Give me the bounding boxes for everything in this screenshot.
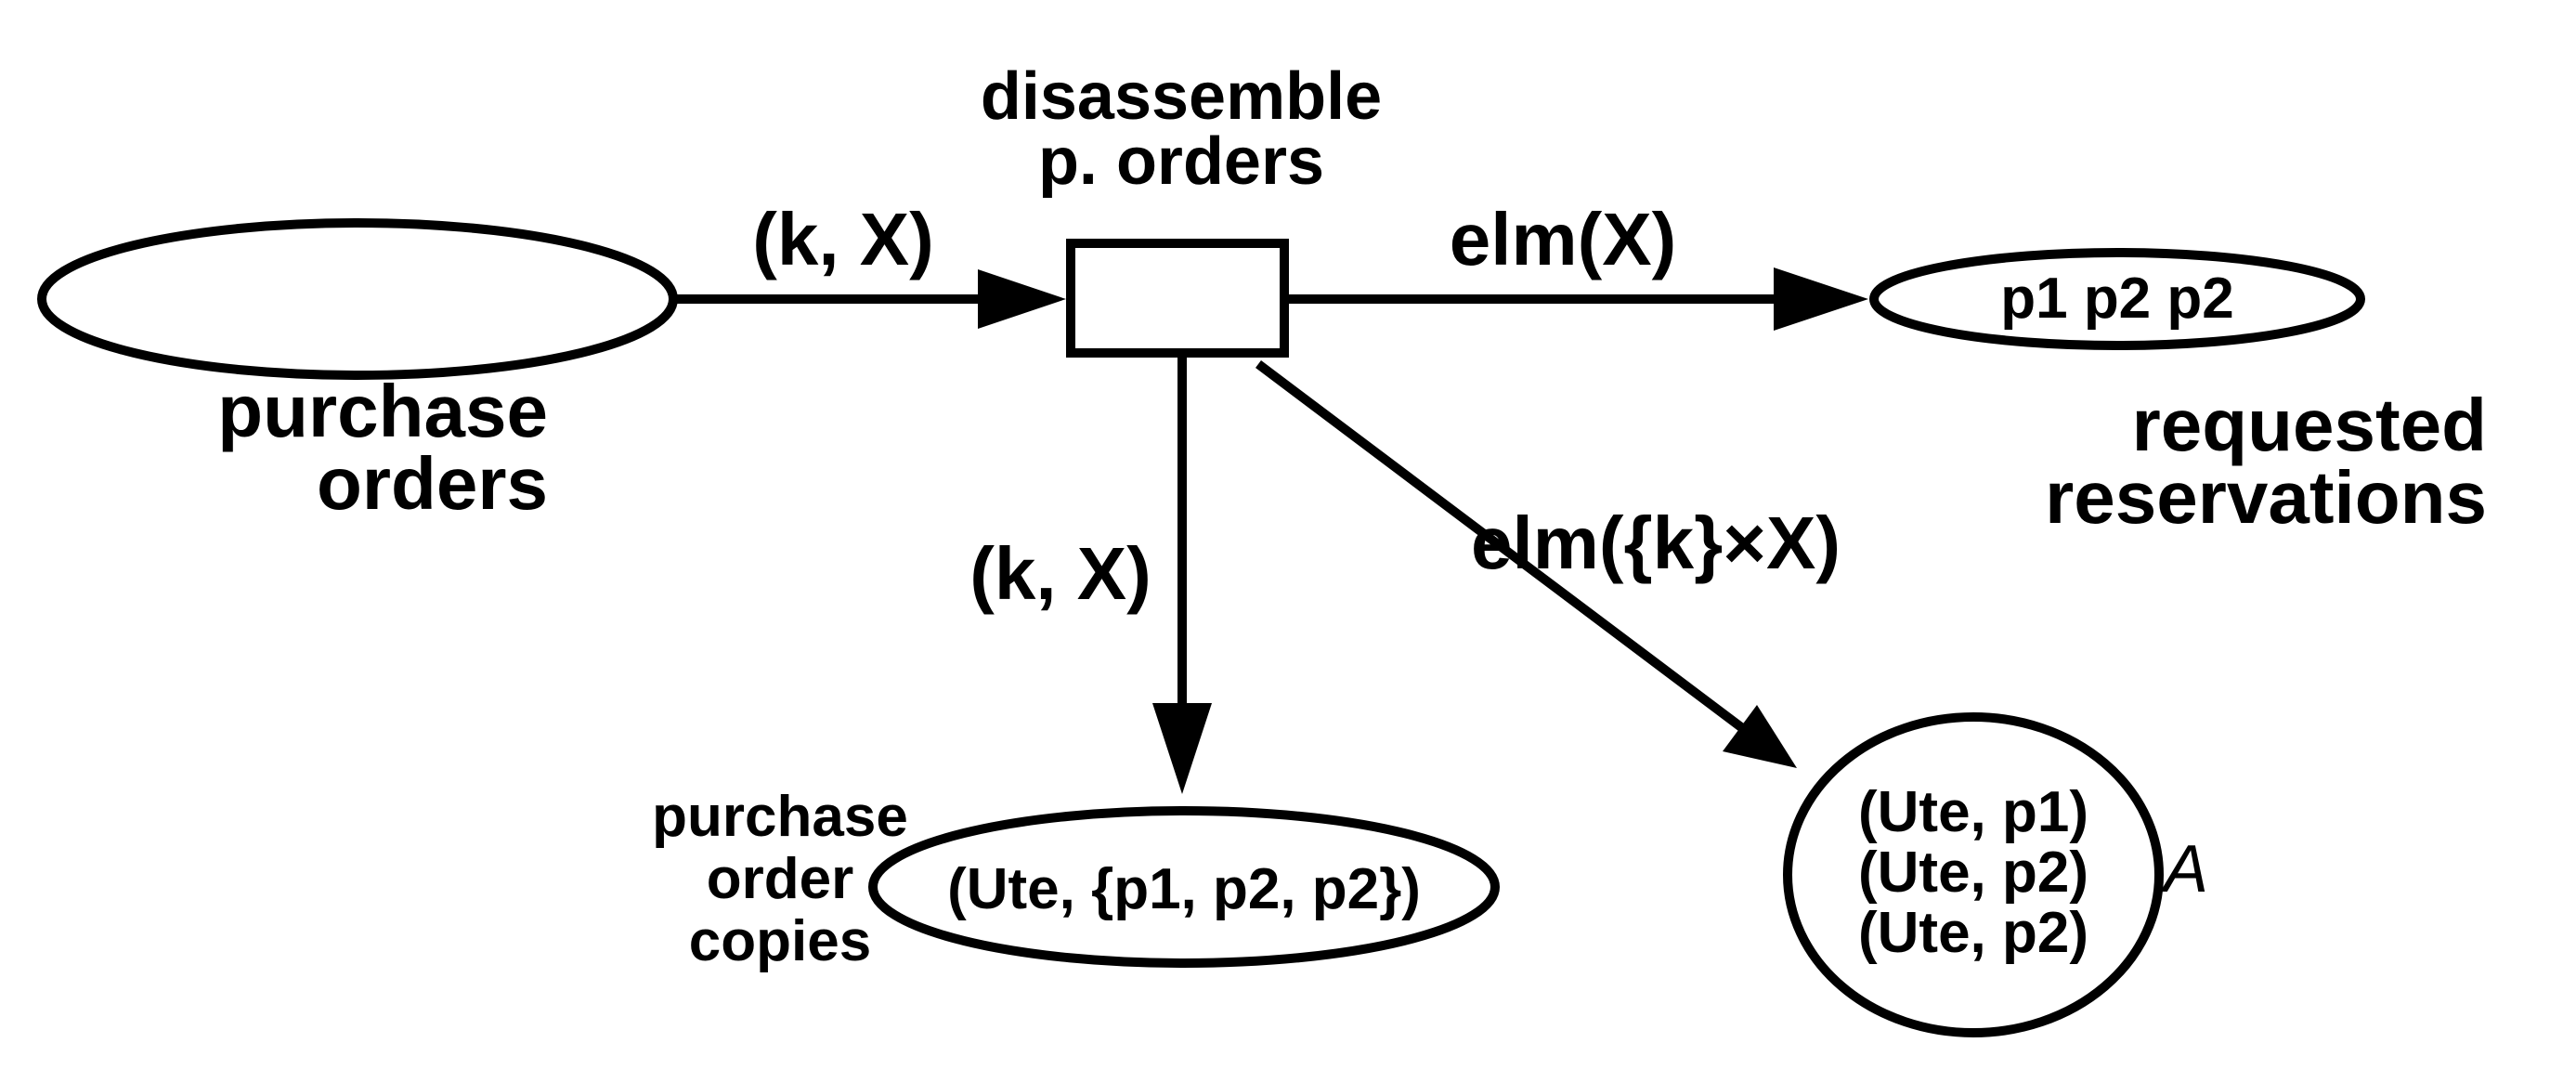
place-requested-reservations-tokens: p1 p2 p2 [2000,267,2234,331]
place-a-token-1: (Ute, p1) [1858,780,2088,844]
place-purchase-order-copies-label-line-2: order [707,847,853,911]
arc-input: (k, X) [673,198,1066,329]
arc-input-arrowhead [978,269,1066,329]
arc-to-a-label: elm({k}×X) [1471,502,1841,584]
arc-to-reservations: elm(X) [1289,198,1868,331]
arc-to-a-line [1255,360,1745,731]
place-purchase-order-copies: (Ute, {p1, p2, p2}) purchase order copie… [652,785,1500,973]
place-requested-reservations-label-line-2: reservations [2045,456,2487,539]
place-purchase-order-copies-tokens: (Ute, {p1, p2, p2}) [947,857,1421,921]
place-a-token-3: (Ute, p2) [1858,901,2088,965]
arc-to-copies-label: (k, X) [969,532,1151,615]
place-purchase-orders-ellipse [37,218,678,380]
transition-label-line-2: p. orders [1038,124,1324,199]
place-purchase-order-copies-label-line-1: purchase [652,785,908,849]
arc-to-reservations-arrowhead [1774,267,1868,331]
arc-input-label: (k, X) [752,198,934,280]
arc-to-copies: (k, X) [969,357,1212,794]
transition-disassemble: disassemble p. orders [981,59,1382,358]
place-purchase-order-copies-label-line-3: copies [689,909,871,973]
place-a-ellipse [1783,712,2164,1037]
place-purchase-orders: purchase orders [37,218,678,525]
place-a: (Ute, p1) (Ute, p2) (Ute, p2) A [1783,712,2208,1037]
transition-label-line-1: disassemble [981,59,1382,134]
place-a-token-2: (Ute, p2) [1858,841,2088,905]
place-requested-reservations-ellipse [1869,248,2365,350]
place-requested-reservations-label-line-1: requested [2132,384,2487,466]
transition-box [1066,239,1289,358]
place-requested-reservations: p1 p2 p2 requested reservations [1869,248,2487,539]
place-purchase-orders-label-line-2: orders [317,442,548,525]
arc-to-copies-arrowhead [1152,703,1212,794]
place-purchase-orders-label-line-1: purchase [217,370,548,452]
place-a-label: A [2160,832,2208,906]
arc-to-a-arrowhead [1723,705,1797,768]
arc-to-a: elm({k}×X) [1255,360,1841,768]
place-purchase-order-copies-ellipse [868,806,1500,968]
arc-to-reservations-label: elm(X) [1450,198,1677,280]
